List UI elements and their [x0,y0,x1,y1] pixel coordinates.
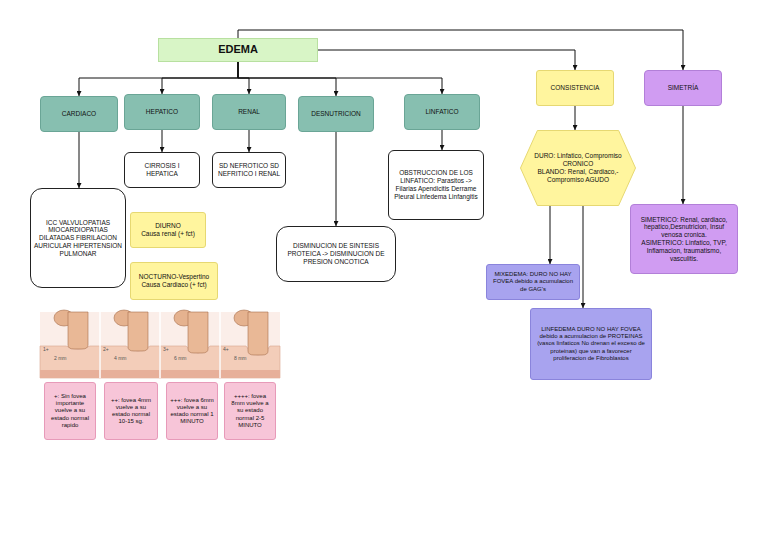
node-text: ++: fovea 4mm vuelve a su estado normal … [108,397,154,426]
node-text: SIMETRICO: Renal, cardiaco, hepatico,Des… [634,216,734,239]
connector-arrow [238,62,442,94]
node-text: CONSISTENCIA [551,84,600,92]
node-text: HEPATICO [146,108,178,116]
connector-arrow [162,130,163,152]
connector-arrow [79,62,238,96]
node-text: LINFATICO [425,108,458,116]
node-text: ICC VALVULOPATIAS MIOCARDIOPATIAS DILATA… [34,219,122,258]
node-text: DIURNO [155,222,181,230]
note-box: NOCTURNO-VespertinoCausa Cardiaco (+ fct… [130,262,218,300]
connector-arrow [583,206,584,308]
finger-panel [100,310,160,378]
panel-divider [99,312,101,378]
grade-box: +++: fovea 6mm vuelve a su estado normal… [166,382,218,440]
detail-box: SIMETRICO: Renal, cardiaco, hepatico,Des… [630,204,738,274]
note-box: DIURNOCausa renal (+ fct) [130,212,206,248]
node-text: MIXEDEMA: DURO NO HAY FOVEA debido a acu… [490,271,576,293]
node-text: NOCTURNO-Vespertino [139,273,209,281]
detail-box: ICC VALVULOPATIAS MIOCARDIOPATIAS DILATA… [30,188,126,288]
category-box: SIMETRÍA [644,70,722,106]
node-text: RENAL [238,108,260,116]
node-text: CARDIACO [62,110,96,118]
scale-label: 2 mm [54,355,67,361]
node-text: SD NEFROTICO SD NEFRITICO I RENAL [216,162,282,178]
node-text: DISMINUCION DE SINTESIS PROTEICA -> DISM… [280,242,392,265]
panel-divider [159,312,161,378]
category-box: CARDIACO [40,96,118,132]
grade-box: ++: fovea 4mm vuelve a su estado normal … [104,382,158,440]
root-box: EDEMA [158,38,318,62]
node-text: EDEMA [218,43,258,56]
finger-panel [220,310,280,378]
connector-arrow [442,130,443,150]
node-text: OBSTRUCCION DE LOS LINFATICO: Parasitos … [392,169,480,200]
node-text: +: Sin fovea importante vuelve a su esta… [48,393,92,429]
detail-box: LINFEDEMA DURO NO HAY FOVEA debido a acu… [530,308,652,380]
node-text: Causa Cardiaco (+ fct) [141,281,206,289]
category-box: RENAL [212,94,286,130]
scale-label: 4+ [223,346,229,352]
connector-arrow [162,62,238,94]
finger-panel [40,310,100,378]
connector-arrow [336,132,337,226]
node-text: DESNUTRICION [311,110,360,118]
node-text: BLANDO: Renal, Cardiaco,- Compromiso AGU… [534,168,622,184]
node-text: ++++: fovea 8mm vuelve a su estado norma… [228,393,272,429]
connector-arrow [575,106,576,130]
connector-arrow [550,206,551,264]
connector-arrow [79,132,80,188]
detail-box: SD NEFROTICO SD NEFRITICO I RENAL [212,152,286,188]
node-text: LINFEDEMA DURO NO HAY FOVEA debido a acu… [534,326,648,362]
scale-label: 3+ [163,346,169,352]
scale-label: 8 mm [234,355,247,361]
connector-arrow [683,106,684,204]
category-box: CONSISTENCIA [536,70,614,106]
node-text: DURO: Linfatico, Compromiso CRONICO [534,152,622,168]
grade-box: +: Sin fovea importante vuelve a su esta… [44,382,96,440]
scale-label: 6 mm [174,355,187,361]
connector-arrow [238,62,336,96]
node-text: SIMETRÍA [668,84,699,92]
finger-panel [160,310,220,378]
node-text: ASIMETRICO: Linfatico, TVP, Inflamacion,… [634,239,734,262]
scale-label: 4 mm [114,355,127,361]
node-text: Causa renal (+ fct) [141,230,195,238]
scale-label: 2+ [103,346,109,352]
category-box: HEPATICO [124,94,200,130]
node-text: CIRROSIS I HEPATICA [128,162,196,178]
hexagon-box: DURO: Linfatico, Compromiso CRONICOBLAND… [520,130,636,206]
connector-arrow [249,130,250,152]
category-box: LINFATICO [404,94,480,130]
detail-box: MIXEDEMA: DURO NO HAY FOVEA debido a acu… [486,264,580,300]
grade-box: ++++: fovea 8mm vuelve a su estado norma… [224,382,276,440]
connector-arrow [318,50,575,70]
node-text: +++: fovea 6mm vuelve a su estado normal… [170,397,214,426]
scale-label: 1+ [43,346,49,352]
category-box: DESNUTRICION [298,96,374,132]
panel-divider [219,312,221,378]
detail-box: DISMINUCION DE SINTESIS PROTEICA -> DISM… [276,226,396,282]
detail-box: CIRROSIS I HEPATICA [124,152,200,188]
detail-box: OBSTRUCCION DE LOS LINFATICO: Parasitos … [388,150,484,220]
